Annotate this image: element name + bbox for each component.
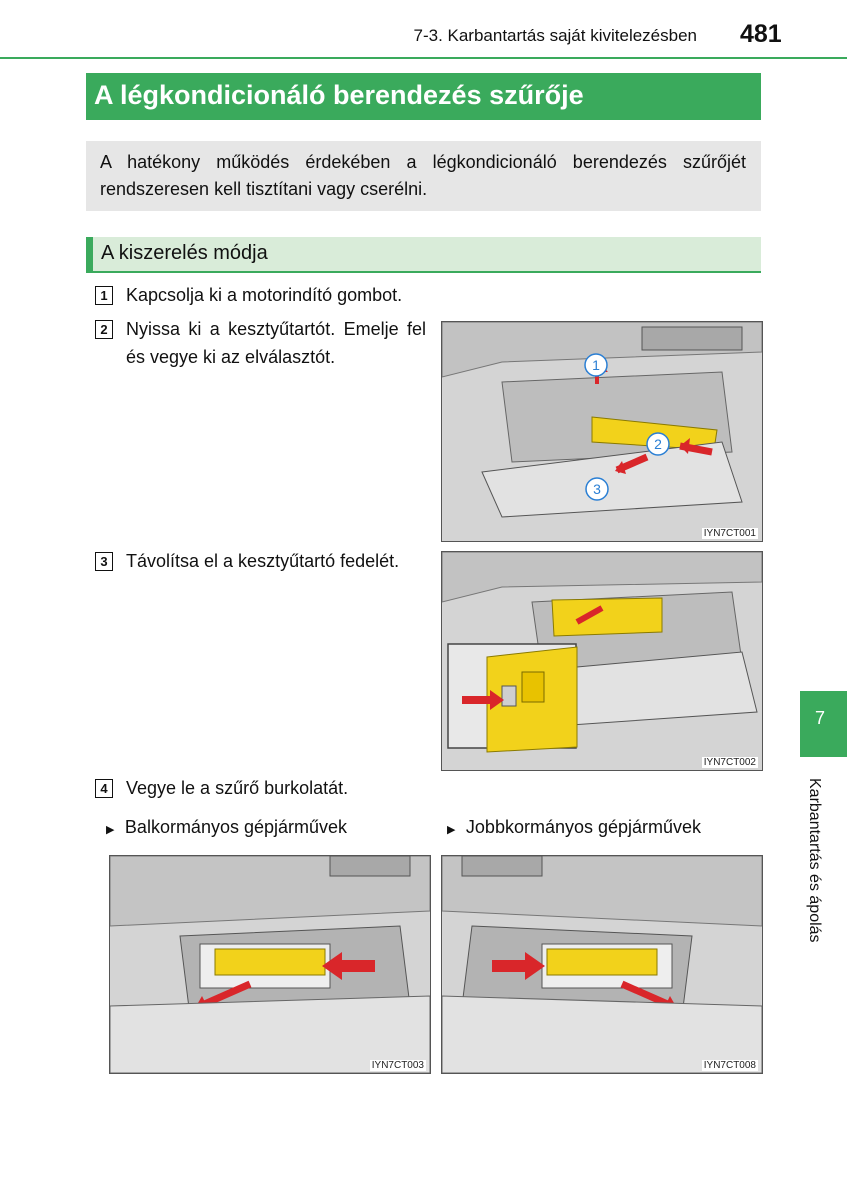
chapter-label: Karbantartás és ápolás (806, 778, 823, 943)
title-bar (86, 73, 761, 120)
step-number: 2 (95, 320, 113, 339)
subsection-accent (86, 237, 93, 271)
figure-code: IYN7CT008 (701, 1060, 758, 1071)
figure-filter-cover-lhd: IYN7CT003 (109, 855, 431, 1074)
bullet-triangle-icon: ▶ (106, 824, 115, 836)
step-text: Kapcsolja ki a motorindító gombot. (126, 285, 403, 305)
chapter-tab (800, 691, 847, 757)
figure-glovebox-open: 1 2 3 IYN7CT001 (441, 321, 763, 542)
subsection-bar (86, 237, 761, 271)
page-number: 481 (740, 20, 782, 48)
figure-filter-cover-rhd: IYN7CT008 (441, 855, 763, 1074)
callout-1: 1 (592, 357, 600, 373)
figure-glovebox-lid: IYN7CT002 (441, 551, 763, 771)
subsection-title: A kiszerelés módja (101, 242, 268, 264)
subsection-rule (86, 271, 761, 273)
figure-code: IYN7CT002 (701, 757, 758, 768)
step-number: 4 (95, 779, 113, 798)
variant-right: ▶ Jobbkormányos gépjárművek (447, 813, 701, 841)
callout-2: 2 (654, 436, 662, 452)
page-title: A légkondicionáló berendezés szűrője (94, 80, 584, 110)
step-text: Távolítsa el a kesztyűtartó fedelét. (126, 551, 400, 571)
figure-code: IYN7CT003 (369, 1060, 426, 1071)
variant-label: Jobbkormányos gépjárművek (465, 817, 702, 837)
callout-3: 3 (593, 481, 601, 497)
header-rule (0, 57, 847, 59)
variant-label: Balkormányos gépjárművek (124, 817, 348, 837)
intro-box (86, 141, 761, 211)
step-number: 3 (95, 552, 113, 571)
figure-code: IYN7CT001 (701, 528, 758, 539)
variant-left: ▶ Balkormányos gépjárművek (106, 813, 347, 841)
step-number: 1 (95, 286, 113, 305)
chapter-number: 7 (814, 708, 825, 728)
intro-text: A hatékony működés érdekében a légkondic… (100, 152, 746, 199)
step-text: Vegye le a szűrő burkolatát. (126, 778, 349, 798)
step-text: Nyissa ki a kesztyűtartót. Emelje fel és… (126, 319, 426, 367)
bullet-triangle-icon: ▶ (447, 824, 456, 836)
section-reference: 7-3. Karbantartás saját kivitelezésben (413, 26, 698, 45)
